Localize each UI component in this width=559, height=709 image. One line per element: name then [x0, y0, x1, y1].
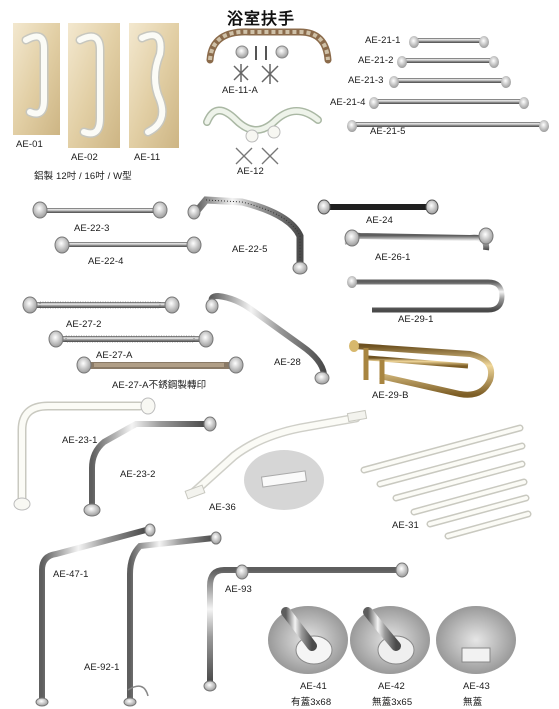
note-ae-41: 有蓋3x68	[291, 697, 332, 708]
bar-ae-47-1	[35, 523, 156, 707]
bar-ae-31	[360, 424, 532, 540]
flange-ae-42	[350, 606, 430, 674]
label-ae-21-1: AE-21-1	[365, 35, 401, 46]
flange-ae-41	[268, 606, 348, 674]
bar-ae-22-4	[54, 236, 202, 254]
label-ae-27-2: AE-27-2	[66, 319, 102, 330]
label-ae-26-1: AE-26-1	[375, 252, 411, 263]
label-ae-47-1: AE-47-1	[53, 569, 89, 580]
photo-ae-02	[68, 23, 120, 148]
bar-ae-28	[205, 292, 330, 385]
label-ae-27-a-wood: AE-27-A不銹鋼製轉印	[112, 380, 207, 391]
flange-ae-43	[436, 606, 516, 674]
label-ae-23-2: AE-23-2	[120, 469, 156, 480]
bar-ae-92-1	[123, 531, 222, 707]
bar-ae-27-2	[22, 296, 180, 314]
label-ae-22-4: AE-22-4	[88, 256, 124, 267]
label-ae-28: AE-28	[274, 357, 301, 368]
label-ae-41: AE-41	[300, 681, 327, 692]
bar-ae-23-1	[13, 397, 156, 511]
label-ae-21-5: AE-21-5	[370, 126, 406, 137]
label-ae-11: AE-11	[134, 152, 161, 163]
label-ae-01: AE-01	[16, 139, 43, 150]
note-ae-43: 無蓋	[463, 697, 483, 708]
label-ae-27-a: AE-27-A	[96, 350, 133, 361]
photo-ae-01	[13, 23, 60, 135]
bar-ae-24	[317, 199, 439, 215]
bar-ae-21-3	[389, 76, 511, 88]
label-ae-29-1: AE-29-1	[398, 314, 434, 325]
bar-ae-11-a	[206, 28, 332, 84]
bar-ae-21-5	[347, 120, 549, 132]
bar-ae-93	[203, 562, 409, 692]
label-ae-02: AE-02	[71, 152, 98, 163]
bar-ae-21-1	[409, 36, 489, 48]
label-ae-24: AE-24	[366, 215, 393, 226]
bar-ae-21-4	[369, 97, 529, 109]
bar-ae-27-a	[48, 330, 214, 348]
label-ae-21-4: AE-21-4	[330, 97, 366, 108]
bar-ae-22-5	[187, 196, 308, 275]
label-ae-21-2: AE-21-2	[358, 55, 394, 66]
label-ae-29-b: AE-29-B	[372, 390, 409, 401]
bar-ae-27-a-wood	[76, 356, 244, 374]
label-ae-42: AE-42	[378, 681, 405, 692]
label-ae-43: AE-43	[463, 681, 490, 692]
material-note: 鋁製 12吋 / 16吋 / W型	[34, 171, 132, 182]
bar-ae-21-2	[397, 56, 499, 68]
note-ae-42: 無蓋3x65	[372, 697, 413, 708]
bar-ae-12	[203, 106, 322, 165]
label-ae-36: AE-36	[209, 502, 236, 513]
bar-ae-22-3	[32, 201, 168, 219]
bar-ae-29-1	[347, 276, 505, 318]
label-ae-22-3: AE-22-3	[74, 223, 110, 234]
label-ae-22-5: AE-22-5	[232, 244, 268, 255]
bar-ae-23-2	[83, 416, 217, 517]
bar-ae-26-1	[344, 227, 494, 251]
label-ae-31: AE-31	[392, 520, 419, 531]
photo-ae-11	[129, 23, 179, 148]
bar-ae-29-b	[349, 340, 494, 398]
label-ae-21-3: AE-21-3	[348, 75, 384, 86]
label-ae-12: AE-12	[237, 166, 264, 177]
label-ae-23-1: AE-23-1	[62, 435, 98, 446]
label-ae-92-1: AE-92-1	[84, 662, 120, 673]
label-ae-11-a: AE-11-A	[222, 85, 258, 96]
label-ae-93: AE-93	[225, 584, 252, 595]
bar-ae-36	[184, 409, 368, 510]
page-title: 浴室扶手	[227, 9, 296, 28]
